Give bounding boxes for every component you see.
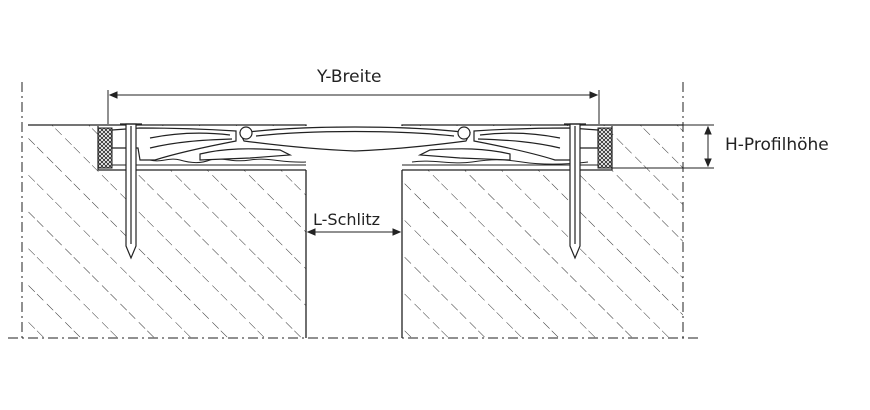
left-anchor-bolt	[120, 123, 142, 260]
height-label: H-Profilhöhe	[725, 135, 829, 155]
right-anchor-bolt	[564, 123, 586, 260]
center-bridge-profile	[239, 126, 471, 152]
left-profile-element	[111, 127, 293, 161]
right-edge-seal	[597, 127, 613, 169]
slot-dimension	[306, 228, 402, 236]
width-dimension	[107, 90, 600, 124]
left-edge-seal	[97, 127, 113, 169]
right-profile-element	[417, 127, 599, 161]
slot-label: L-Schlitz	[313, 210, 381, 229]
width-label: Y-Breite	[317, 67, 382, 87]
height-dimension	[612, 124, 714, 169]
